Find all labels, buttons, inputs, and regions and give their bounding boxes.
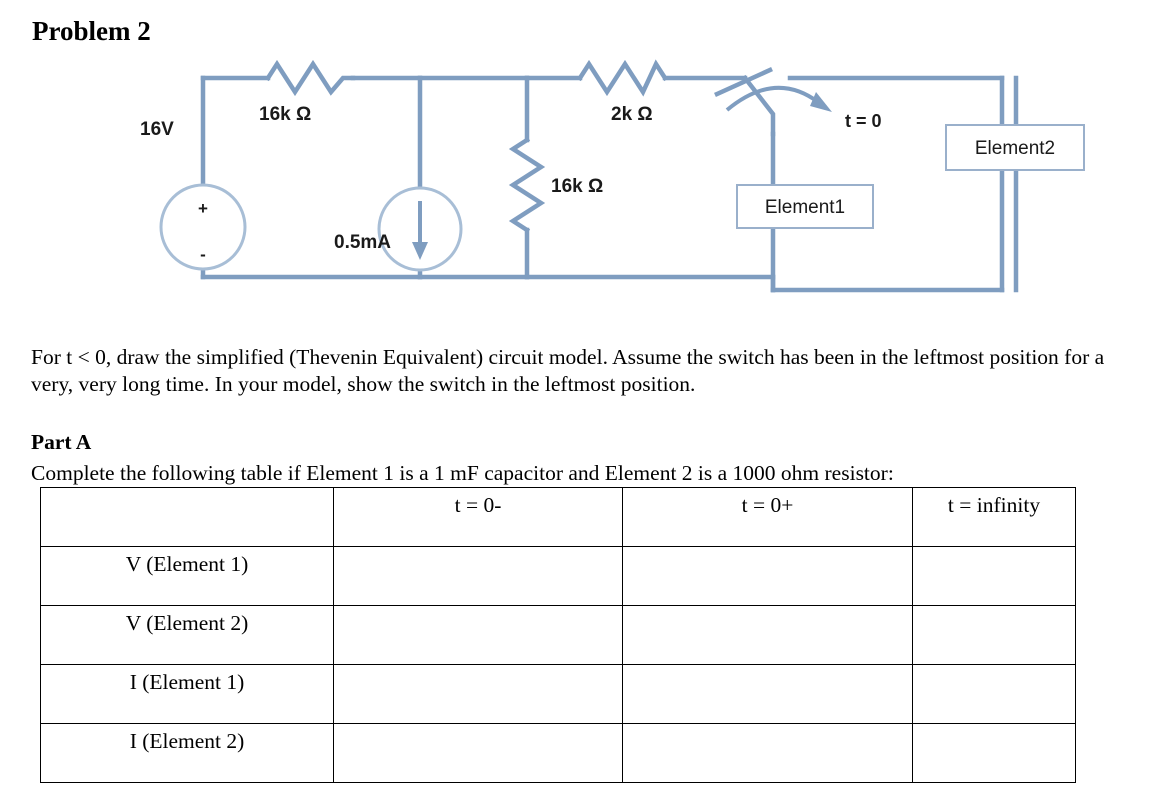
resistor-2k-symbol (576, 59, 669, 97)
table-answer-cell[interactable] (622, 605, 913, 665)
voltage-source-minus-sign: - (200, 245, 206, 264)
switch-time-label: t = 0 (845, 111, 882, 131)
table-header-cell-2: t = 0+ (622, 487, 913, 547)
element2-box: Element2 (945, 124, 1085, 171)
voltage-source-symbol (159, 183, 247, 271)
part-a-heading: Part A (31, 430, 92, 454)
table-row-label: V (Element 2) (40, 605, 334, 665)
table-header-cell-blank (40, 487, 334, 547)
table-header-cell-1: t = 0- (333, 487, 623, 547)
resistor-16k-top-symbol (264, 59, 356, 97)
circuit-svg: Element1 Element2 16V + - 16k Ω 2k Ω 16k… (140, 59, 1085, 293)
circuit-diagram: Element1 Element2 16V + - 16k Ω 2k Ω 16k… (0, 48, 1170, 318)
table-answer-cell[interactable] (622, 546, 913, 606)
table-row: V (Element 1) (40, 546, 1076, 606)
table-header-cell-3: t = infinity (912, 487, 1076, 547)
resistor-16k-vertical-symbol (508, 136, 546, 234)
table-answer-cell[interactable] (912, 723, 1076, 783)
part-a-instruction: Complete the following table if Element … (31, 461, 894, 485)
table-row: I (Element 2) (40, 723, 1076, 783)
element2-label: Element2 (975, 138, 1055, 159)
voltage-source-label: 16V (140, 119, 174, 140)
element1-label: Element1 (765, 197, 845, 218)
table-answer-cell[interactable] (333, 723, 623, 783)
current-source-arrow-icon (412, 201, 428, 260)
table-row: I (Element 1) (40, 664, 1076, 724)
page-title: Problem 2 (32, 16, 151, 46)
element1-box: Element1 (736, 184, 874, 229)
table-answer-cell[interactable] (333, 664, 623, 724)
table-row-label: I (Element 1) (40, 664, 334, 724)
table-answer-cell[interactable] (912, 605, 1076, 665)
table-answer-cell[interactable] (622, 723, 913, 783)
resistor-16k-top-label: 16k Ω (259, 104, 311, 125)
table-row-label: V (Element 1) (40, 546, 334, 606)
resistor-2k-label: 2k Ω (611, 104, 653, 125)
voltage-source-plus-sign: + (198, 199, 208, 218)
table-row-label: I (Element 2) (40, 723, 334, 783)
circuit-wires (200, 59, 1019, 293)
table-answer-cell[interactable] (912, 546, 1076, 606)
current-source-label: 0.5mA (334, 232, 391, 253)
table-header-row: t = 0-t = 0+t = infinity (40, 487, 1076, 547)
problem-statement-paragraph: For t < 0, draw the simplified (Thevenin… (31, 345, 1105, 396)
table-answer-cell[interactable] (622, 664, 913, 724)
table-answer-cell[interactable] (333, 546, 623, 606)
table-answer-cell[interactable] (912, 664, 1076, 724)
table-row: V (Element 2) (40, 605, 1076, 665)
resistor-16k-vertical-label: 16k Ω (551, 176, 603, 197)
switch-throw-arm (741, 74, 776, 137)
switch-blade (714, 67, 773, 97)
table-answer-cell[interactable] (333, 605, 623, 665)
switch-direction-arrow-icon (725, 85, 832, 112)
